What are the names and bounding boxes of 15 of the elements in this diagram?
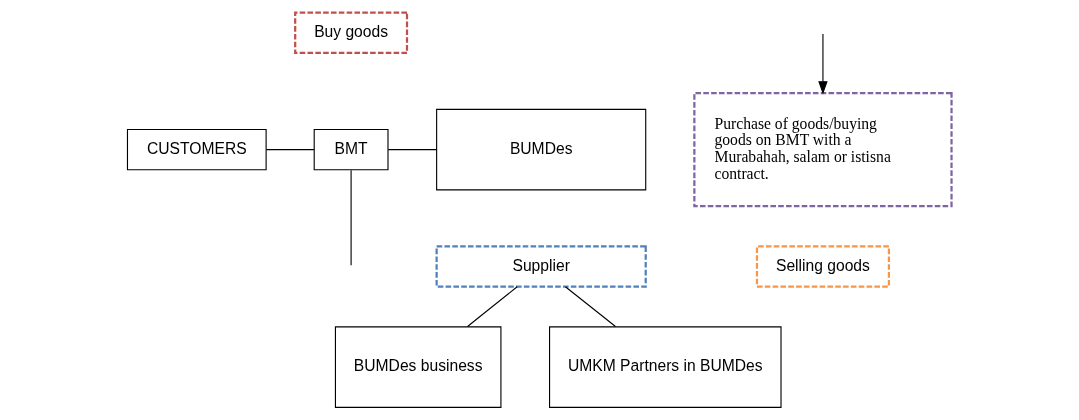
node-box: CUSTOMERS xyxy=(126,128,267,171)
connector xyxy=(350,169,352,266)
node-box: Buy goods xyxy=(294,11,409,54)
connector xyxy=(265,149,315,151)
connector xyxy=(387,149,438,151)
node-box: Purchase of goods/buying goods on BMT with a Murabahah, salam or istisna contract. xyxy=(693,92,953,208)
connector xyxy=(564,286,616,327)
node-box: BMT xyxy=(313,128,389,171)
connector xyxy=(467,286,518,327)
node-box: Supplier xyxy=(435,245,647,288)
node-box: UMKM Partners in BUMDes xyxy=(549,326,782,408)
arrow xyxy=(818,33,828,95)
node-box: Selling goods xyxy=(755,245,891,288)
node-box: BUMDes business xyxy=(334,326,502,408)
node-box: BUMDes xyxy=(436,108,647,191)
